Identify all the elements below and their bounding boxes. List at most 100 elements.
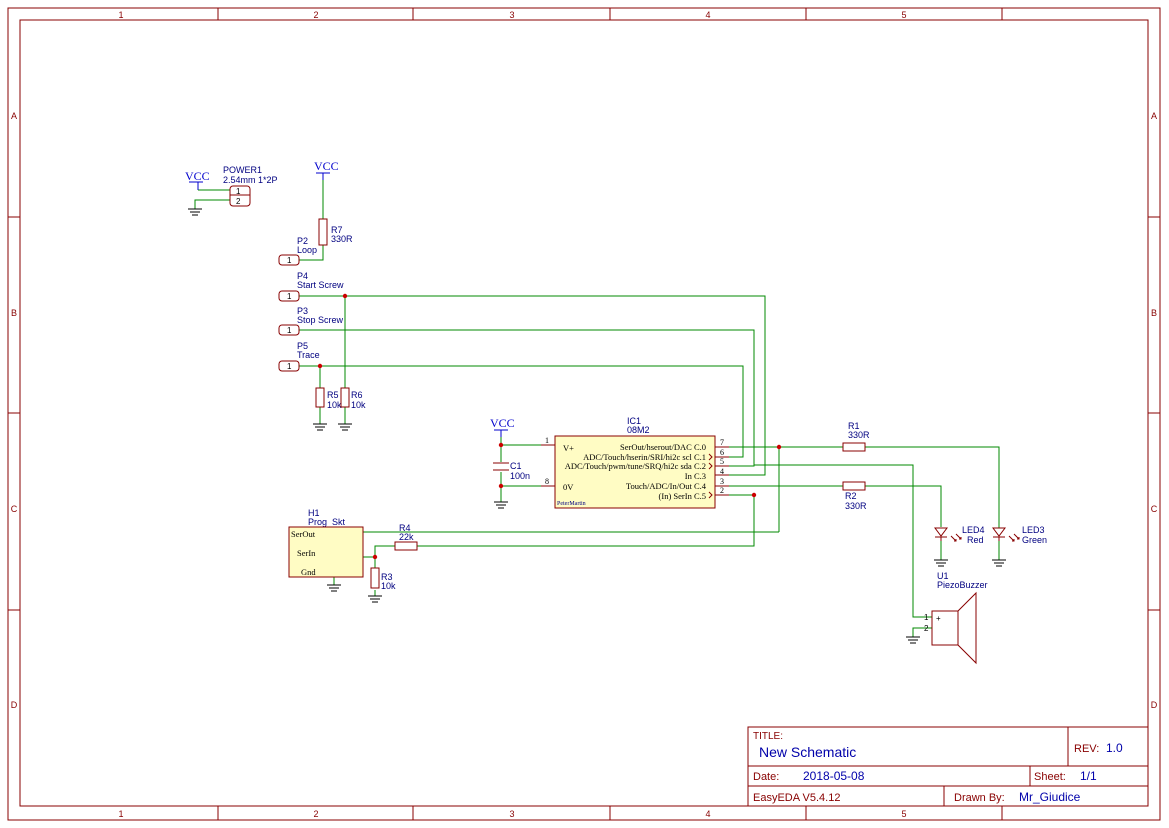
led3-green[interactable]: LED3 Green [992,525,1047,545]
rev-label: REV: [1074,743,1099,755]
r3-designator: R3 [381,572,393,582]
drawn-by-value: Mr_Giudice [1019,790,1081,804]
r5-value: 10k [327,400,342,410]
zone-col-4-bottom: 4 [705,809,710,819]
p2-designator: P2 [297,236,308,246]
h1-pin-serout: SerOut [291,529,316,539]
title-block: TITLE: New Schematic REV: 1.0 Date: 2018… [747,726,1149,807]
p2-pin: 1 [287,256,292,265]
p5-designator: P5 [297,341,308,351]
port-p4-start-screw[interactable]: P4 Start Screw 1 [278,271,344,302]
piezo-buzzer-u1[interactable]: U1 PiezoBuzzer 1 2 + [924,571,988,665]
zone-row-b-right: B [1151,308,1157,318]
ic1-pin-name-c4: Touch/ADC/In/Out C.4 [626,481,707,491]
ic1-pin-name-c0: SerOut/hserout/DAC C.0 [620,442,706,452]
port-p5-trace[interactable]: P5 Trace 1 [278,341,320,372]
p3-name: Stop Screw [297,315,344,325]
led4-designator: LED4 [962,525,985,535]
led3-value: Green [1022,535,1047,545]
connector-power1[interactable]: POWER1 2.54mm 1*2P 1 2 [223,165,278,207]
sheet-frame: 1 2 3 4 5 1 2 3 4 5 A B C D A B C D [7,7,1161,821]
p2-name: Loop [297,245,317,255]
gnd-led3 [992,559,1006,567]
r1-designator: R1 [848,421,860,431]
title-label: TITLE: [753,731,783,742]
zone-row-c-left: C [11,504,18,514]
zone-row-a-right: A [1151,111,1157,121]
r4-designator: R4 [399,523,411,533]
vcc-symbol-ic1[interactable]: VCC [490,416,515,437]
vcc-symbol-r7[interactable]: VCC [314,159,339,180]
vcc-symbol-power1[interactable]: VCC [185,169,210,190]
ic1-pin-name-vplus: V+ [563,443,574,453]
r6-value: 10k [351,400,366,410]
resistor-r6[interactable]: R6 10k [340,387,366,410]
ic1-pin-num-6: 6 [720,448,724,457]
u1-pin-1: 1 [924,613,929,622]
ground-symbols [188,208,1006,644]
r7-designator: R7 [331,225,343,235]
date-label: Date: [753,771,779,783]
led4-red[interactable]: LED4 Red [934,525,985,545]
power1-pin-2: 2 [236,197,241,206]
h1-pin-gnd: Gnd [301,567,316,577]
resistor-r2[interactable]: R2 330R [842,481,867,511]
vcc-label: VCC [490,416,515,430]
resistor-r7[interactable]: R7 330R [318,218,353,246]
header-h1-prog-skt[interactable]: H1 Prog_Skt SerOut SerIn Gnd [288,508,364,578]
resistor-r4[interactable]: R4 22k [394,523,418,551]
p4-designator: P4 [297,271,308,281]
ic1-pin-name-c1: ADC/Touch/hserin/SRI/hi2c scl C.1 [583,452,706,462]
r7-value: 330R [331,234,353,244]
zone-col-2-bottom: 2 [313,809,318,819]
h1-pin-serin: SerIn [297,548,316,558]
vcc-label: VCC [185,169,210,183]
r1-value: 330R [848,430,870,440]
zone-row-c-right: C [1151,504,1158,514]
gnd-r5 [313,423,327,431]
c1-value: 100n [510,471,530,481]
power1-value: 2.54mm 1*2P [223,175,278,185]
p4-name: Start Screw [297,280,344,290]
r3-value: 10k [381,581,396,591]
h1-value: Prog_Skt [308,517,346,527]
software-version: EasyEDA V5.4.12 [753,792,840,804]
gnd-r6 [338,423,352,431]
gnd-h1 [327,584,341,592]
ic1-pin-num-8: 8 [545,477,549,486]
led3-designator: LED3 [1022,525,1045,535]
resistor-r3[interactable]: R3 10k [370,567,396,591]
gnd-buzzer [906,636,920,644]
port-p2-loop[interactable]: P2 Loop 1 [278,236,317,266]
p3-pin: 1 [287,326,292,335]
r4-value: 22k [399,532,414,542]
r6-designator: R6 [351,390,363,400]
zone-col-4-top: 4 [705,10,710,20]
zone-row-d-left: D [11,700,18,710]
u1-designator: U1 [937,571,949,581]
ic1-pin-num-3: 3 [720,477,724,486]
h1-designator: H1 [308,508,320,518]
gnd-led4 [934,559,948,567]
ic1-pin-name-c5: (In) SerIn C.5 [659,491,706,501]
capacitor-c1[interactable]: C1 100n [493,461,530,481]
ic1-maker: PeterMartin [557,501,586,507]
power1-designator: POWER1 [223,165,262,175]
zone-row-d-right: D [1151,700,1158,710]
u1-value: PiezoBuzzer [937,580,988,590]
p3-designator: P3 [297,306,308,316]
c1-designator: C1 [510,461,522,471]
zone-col-3-top: 3 [509,10,514,20]
title-value: New Schematic [759,744,856,760]
u1-plus-mark: + [936,614,941,623]
ic1-pin-num-1: 1 [545,436,549,445]
resistor-r5[interactable]: R5 10k [315,387,342,410]
ic1-picaxe-08m2[interactable]: IC1 08M2 1 8 V+ 0V 7 6 5 4 3 2 SerOut/hs… [541,416,729,509]
resistor-r1[interactable]: R1 330R [842,421,870,452]
junctions [317,293,782,560]
date-value: 2018-05-08 [803,769,865,783]
r2-designator: R2 [845,491,857,501]
wires [194,173,1000,637]
zone-col-2-top: 2 [313,10,318,20]
port-p3-stop-screw[interactable]: P3 Stop Screw 1 [278,306,344,336]
